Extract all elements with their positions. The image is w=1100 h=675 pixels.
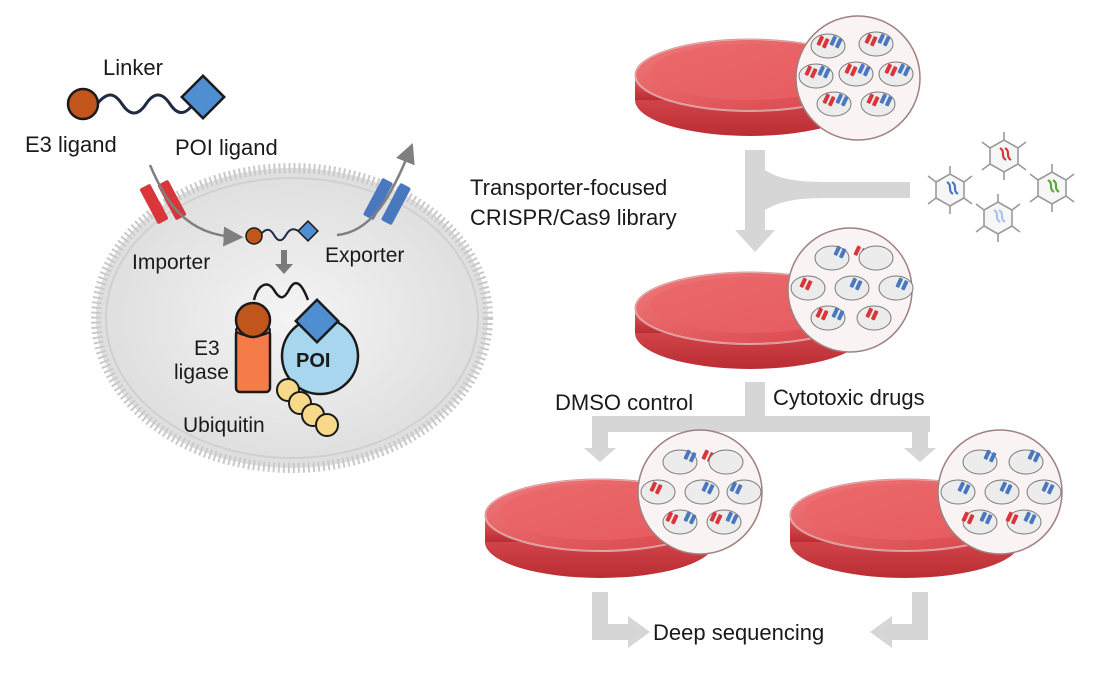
- complex-linker: [252, 281, 310, 301]
- cell-membrane: [91, 163, 493, 473]
- binding-arrow-head: [275, 264, 293, 274]
- ternary-complex: POI: [234, 281, 360, 437]
- magnified-cells-dmso: [637, 429, 763, 555]
- protac-molecule: Linker E3 ligand POI ligand: [25, 55, 278, 160]
- importer-label: Importer: [132, 251, 210, 274]
- poi-ligand-bound: [294, 298, 340, 344]
- poi-ligand-diamond: [180, 74, 226, 120]
- drugs-label: Cytotoxic drugs: [773, 385, 925, 410]
- library-label-1: Transporter-focused: [470, 175, 667, 200]
- linker-label: Linker: [103, 55, 163, 80]
- importer-transporter: [140, 180, 186, 224]
- dmso-label: DMSO control: [555, 390, 693, 415]
- ubiquitin-label: Ubiquitin: [183, 414, 265, 437]
- magnified-cells-library: [787, 227, 914, 353]
- e3-ligand-bound: [234, 301, 272, 339]
- linker-chain: [95, 93, 198, 115]
- e3-ligase-cylinder: [234, 328, 272, 394]
- magnified-cells-cytotoxic: [937, 429, 1063, 555]
- e3-ligand-circle: [66, 87, 100, 121]
- e3-ligase-label-2: ligase: [174, 361, 229, 384]
- library-label-2: CRISPR/Cas9 library: [470, 205, 677, 230]
- exporter-transporter: [363, 178, 411, 225]
- ubiquitin-chain: [276, 378, 339, 437]
- lentivirus-particles: [927, 132, 1075, 242]
- exporter-label: Exporter: [325, 244, 404, 267]
- export-arrow: [336, 143, 415, 237]
- cell-membrane-inner: [105, 177, 479, 459]
- magnified-cells-initial: [795, 15, 921, 141]
- sequencing-label: Deep sequencing: [653, 620, 824, 645]
- e3-ligase-label-1: E3: [194, 337, 220, 360]
- cell: Importer Exporter POI E3 ligase Ubiquiti…: [91, 143, 493, 473]
- flow-arrows: [584, 150, 936, 648]
- poi-ligand-label: POI ligand: [175, 135, 278, 160]
- intracellular-protac: [245, 220, 319, 245]
- poi-label: POI: [296, 350, 330, 372]
- import-arrow: [148, 164, 244, 247]
- e3-ligand-label: E3 ligand: [25, 132, 117, 157]
